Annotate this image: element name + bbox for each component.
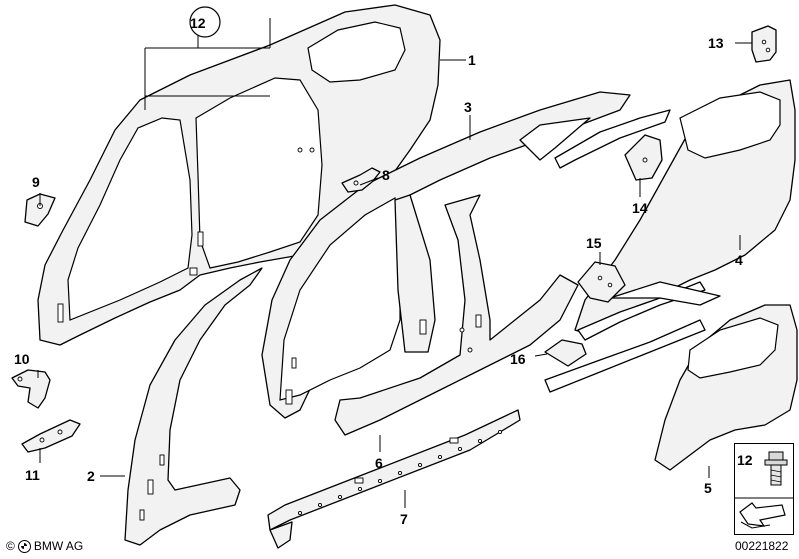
part-11-bracket [21,419,81,453]
part-16-plate [544,339,587,367]
callout-12-top: 12 [190,15,206,31]
part-13-bracket [751,25,777,63]
bmw-logo-icon [17,539,31,553]
callout-14: 14 [632,200,648,216]
part-1-side-frame [37,4,441,346]
callout-13: 13 [708,35,724,51]
sill-strip-holes [297,429,503,516]
callout-labels: 1 2 3 4 5 6 7 8 9 10 11 12 12 13 14 15 1… [14,15,753,527]
callout-7: 7 [400,511,408,527]
callout-12-box: 12 [737,452,753,468]
orientation-arrow-icon [739,502,786,529]
copyright-footer: © BMW AG [6,539,84,553]
part-15-bracket [577,261,626,303]
callout-3: 3 [464,99,472,115]
part-7-sill-strip [267,409,521,549]
part-10-bracket [11,369,51,409]
callout-12-circle [189,6,221,38]
part-2-a-pillar [124,267,263,546]
bolt-icon [764,451,788,486]
callout-2: 2 [87,468,95,484]
part-5-rear-quarter-panel [544,281,798,471]
copyright-text: BMW AG [33,539,84,553]
callout-8: 8 [382,167,390,183]
callout-4: 4 [735,252,743,268]
part-14-bracket [624,134,663,181]
callout-6: 6 [375,455,383,471]
bolt-detail-box [734,443,794,535]
callout-1: 1 [468,52,476,68]
leader-lines [37,18,752,508]
callout-11: 11 [25,467,40,483]
diagram-id: 00221822 [735,539,789,553]
callout-9: 9 [32,174,40,190]
part-8-bracket [341,167,381,193]
callout-10: 10 [14,351,30,367]
callout-5: 5 [704,480,712,496]
callout-16: 16 [510,351,526,367]
part-4-outer-side-panel [554,79,796,341]
part-6-pillar-reinforcement [334,194,579,436]
callout-15: 15 [586,235,602,251]
